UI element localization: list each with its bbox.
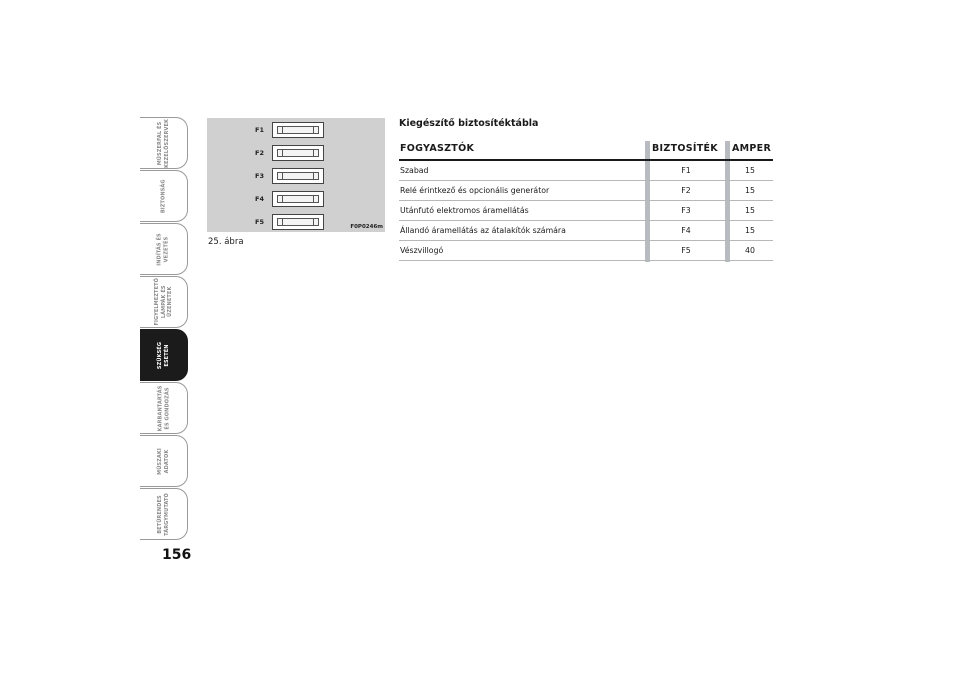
amper-cell: 15: [745, 206, 755, 215]
tab-figyelmezteto[interactable]: FIGYELMEZTETŐ LÁMPÁK ÉS ÜZENETEK: [140, 276, 188, 328]
header-fuse: BIZTOSÍTÉK: [652, 143, 718, 154]
fuse-cell: F3: [681, 206, 691, 215]
fuse-row: F2: [207, 145, 385, 163]
amper-cell: 15: [745, 186, 755, 195]
table-row: Relé érintkező és opcionális generátor F…: [399, 181, 773, 201]
tab-karbantartas[interactable]: KARBANTARTÁS ÉS GONDOZÁS: [140, 382, 188, 434]
header-consumers: FOGYASZTÓK: [400, 143, 475, 154]
tab-muszerfal[interactable]: MŰSZERFAL ÉS KEZELŐSZERVEK: [140, 117, 188, 169]
table-title: Kiegészítő biztosítéktábla: [399, 118, 539, 129]
amper-cell: 15: [745, 166, 755, 175]
fuse-label: F3: [255, 172, 264, 180]
table-row: Szabad F1 15: [399, 161, 773, 181]
tab-label: INDÍTÁS ÉS VEZETÉS: [157, 232, 170, 266]
consumer-cell: Utánfutó elektromos áramellátás: [400, 206, 529, 215]
fuse-slot: [272, 122, 324, 138]
fuse-label: F2: [255, 149, 264, 157]
tab-label: KARBANTARTÁS ÉS GONDOZÁS: [156, 385, 170, 431]
tab-label: BIZTONSÁG: [160, 179, 167, 213]
fuse-row: F5: [207, 214, 385, 232]
header-amper: AMPER: [732, 143, 772, 154]
fuse-cell: F5: [681, 246, 691, 255]
figure-caption: 25. ábra: [208, 237, 244, 247]
fuse-slot: [272, 168, 324, 184]
column-divider: [645, 141, 650, 262]
tab-label: BETŰRENDES TÁRGYMUTATÓ: [156, 492, 170, 536]
amper-cell: 15: [745, 226, 755, 235]
table-header: FOGYASZTÓK BIZTOSÍTÉK AMPER: [399, 143, 773, 161]
fuse-slot: [272, 145, 324, 161]
fuse-row: F4: [207, 191, 385, 209]
fuse-label: F4: [255, 195, 264, 203]
fuse-slot: [272, 214, 324, 230]
fuse-row: F1: [207, 122, 385, 140]
tab-biztonsag[interactable]: BIZTONSÁG: [140, 170, 188, 222]
page-number: 156: [162, 547, 192, 563]
consumer-cell: Állandó áramellátás az átalakítók számár…: [400, 226, 566, 235]
fuse-table: Szabad F1 15 Relé érintkező és opcionáli…: [399, 161, 773, 261]
tab-label: MŰSZERFAL ÉS KEZELŐSZERVEK: [157, 118, 170, 168]
tab-label: FIGYELMEZTETŐ LÁMPÁK ÉS ÜZENETEK: [153, 278, 173, 326]
fuse-row: F3: [207, 168, 385, 186]
amper-cell: 40: [745, 246, 755, 255]
tab-label: SZÜKSÉG ESETÉN: [157, 341, 170, 369]
figure-code: F0P0246m: [350, 224, 383, 230]
table-row: Utánfutó elektromos áramellátás F3 15: [399, 201, 773, 221]
tab-muszaki-adatok[interactable]: MŰSZAKI ADATOK: [140, 435, 188, 487]
fuse-label: F5: [255, 218, 264, 226]
tab-szukseg-eseten[interactable]: SZÜKSÉG ESETÉN: [140, 329, 188, 381]
table-row: Vészvillogó F5 40: [399, 241, 773, 261]
tab-targymutato[interactable]: BETŰRENDES TÁRGYMUTATÓ: [140, 488, 188, 540]
fuse-slot: [272, 191, 324, 207]
tab-label: MŰSZAKI ADATOK: [157, 447, 170, 475]
fuse-label: F1: [255, 126, 264, 134]
fuse-box-figure: F1 F2 F3 F4 F5 F0P0246m: [207, 118, 385, 232]
fuse-cell: F1: [681, 166, 691, 175]
consumer-cell: Vészvillogó: [400, 246, 444, 255]
table-row: Állandó áramellátás az átalakítók számár…: [399, 221, 773, 241]
fuse-cell: F2: [681, 186, 691, 195]
consumer-cell: Relé érintkező és opcionális generátor: [400, 186, 550, 195]
consumer-cell: Szabad: [400, 166, 429, 175]
fuse-cell: F4: [681, 226, 691, 235]
column-divider: [725, 141, 730, 262]
tab-inditas[interactable]: INDÍTÁS ÉS VEZETÉS: [140, 223, 188, 275]
